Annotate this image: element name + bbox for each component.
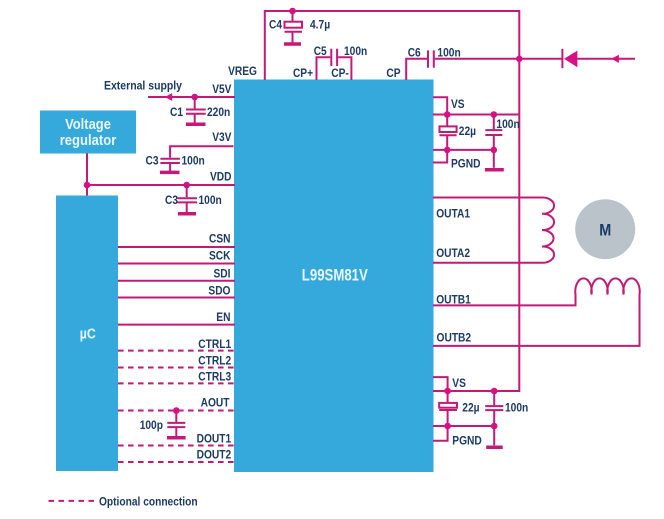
svg-text:100n: 100n (437, 46, 460, 60)
svg-text:OUTA1: OUTA1 (436, 207, 470, 221)
svg-text:22µ: 22µ (459, 124, 476, 138)
svg-text:SCK: SCK (209, 249, 231, 263)
svg-text:regulator: regulator (60, 133, 117, 149)
svg-text:OUTA2: OUTA2 (436, 246, 470, 260)
svg-text:VREG: VREG (228, 64, 257, 78)
svg-text:VS: VS (452, 376, 466, 390)
svg-text:CTRL1: CTRL1 (198, 337, 231, 351)
svg-text:Optional connection: Optional connection (99, 495, 198, 509)
svg-text:SDI: SDI (214, 266, 231, 280)
svg-text:M: M (599, 220, 611, 239)
svg-text:4.7µ: 4.7µ (310, 18, 330, 32)
svg-text:CP+: CP+ (293, 66, 313, 80)
svg-text:OUTB2: OUTB2 (437, 331, 472, 345)
svg-text:220n: 220n (207, 105, 230, 119)
svg-text:100n: 100n (344, 44, 367, 58)
svg-text:100n: 100n (496, 117, 519, 131)
svg-text:V5V: V5V (212, 82, 231, 96)
svg-text:100p: 100p (140, 418, 163, 432)
svg-text:L99SM81V: L99SM81V (302, 267, 368, 285)
svg-text:External supply: External supply (104, 79, 182, 93)
svg-text:VDD: VDD (210, 170, 232, 184)
svg-text:100n: 100n (505, 401, 528, 415)
svg-text:µC: µC (80, 327, 96, 343)
svg-text:SDO: SDO (208, 283, 230, 297)
svg-text:C6: C6 (408, 46, 421, 60)
svg-text:C3: C3 (146, 154, 159, 168)
svg-text:22µ: 22µ (462, 401, 479, 415)
svg-text:PGND: PGND (451, 157, 481, 171)
svg-text:EN: EN (216, 310, 230, 324)
svg-text:C4: C4 (269, 18, 282, 32)
svg-text:V3V: V3V (212, 130, 231, 144)
svg-text:DOUT1: DOUT1 (197, 432, 232, 446)
svg-text:CTRL2: CTRL2 (198, 354, 231, 368)
svg-text:OUTB1: OUTB1 (436, 293, 471, 307)
svg-text:VS: VS (451, 97, 465, 111)
svg-text:C1: C1 (170, 105, 183, 119)
svg-text:CP: CP (386, 66, 400, 80)
svg-text:CSN: CSN (209, 232, 231, 246)
svg-text:DOUT2: DOUT2 (197, 448, 232, 462)
svg-text:C5: C5 (314, 44, 327, 58)
svg-text:PGND: PGND (452, 434, 482, 448)
svg-text:100n: 100n (182, 154, 205, 168)
svg-text:100n: 100n (199, 193, 222, 207)
svg-text:Voltage: Voltage (65, 117, 111, 133)
svg-text:C3: C3 (165, 193, 178, 207)
svg-text:CTRL3: CTRL3 (198, 370, 231, 384)
svg-text:CP-: CP- (331, 66, 349, 80)
svg-text:AOUT: AOUT (201, 396, 230, 410)
